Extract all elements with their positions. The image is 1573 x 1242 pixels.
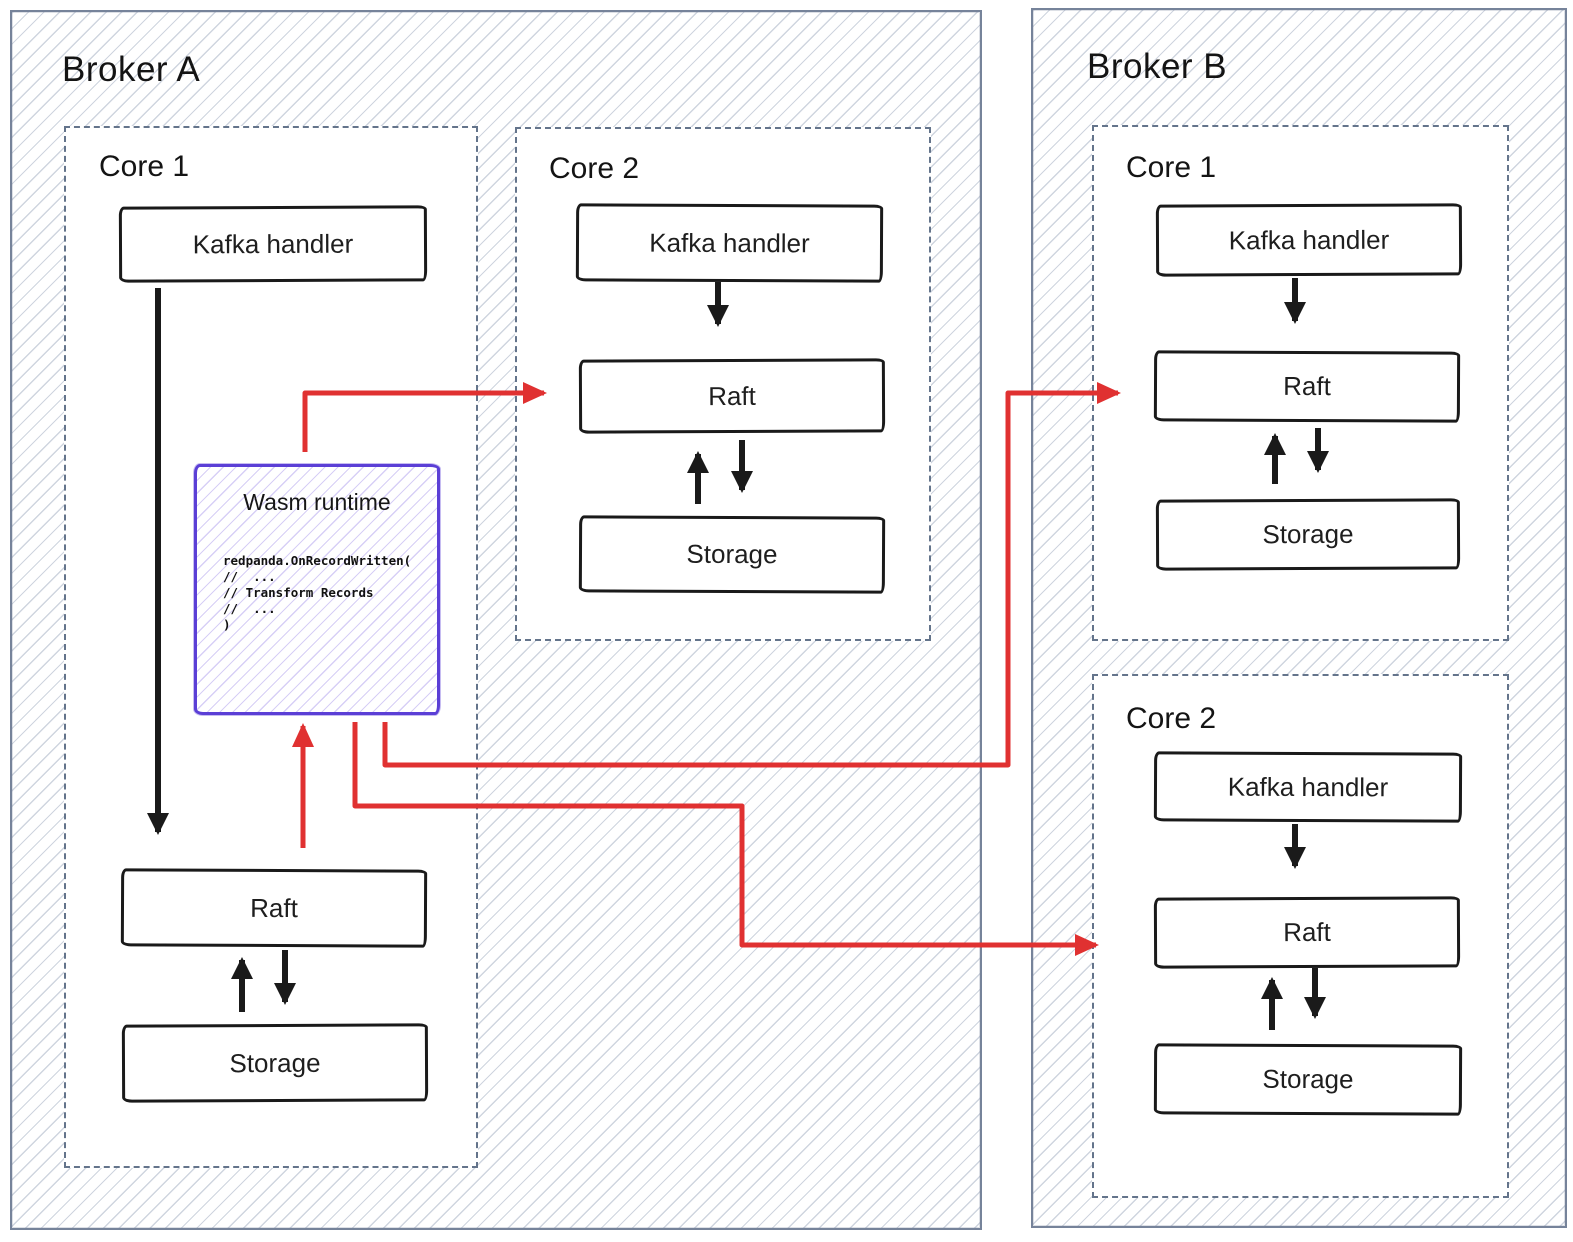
storage-node-a-core1: Storage (121, 1023, 429, 1103)
broker-a-core-1-label: Core 1 (99, 150, 190, 183)
kafka-handler-node-b-core2: Kafka handler (1153, 751, 1463, 823)
raft-node-a-core1: Raft (120, 868, 428, 948)
broker-a-box: Broker A Core 1 Kafka handler Wasm runti… (10, 10, 982, 1230)
storage-label-a-core2: Storage (686, 538, 778, 570)
broker-a-core-2-label: Core 2 (549, 152, 640, 185)
wasm-runtime-code: redpanda.OnRecordWritten( // ... // Tran… (223, 553, 412, 632)
kafka-handler-node-a-core2: Kafka handler (575, 203, 884, 283)
broker-a-core-1-box: Core 1 Kafka handler Wasm runtime redpan… (64, 126, 478, 1168)
raft-node-b-core1: Raft (1153, 350, 1461, 423)
wasm-runtime-title: Wasm runtime (243, 489, 391, 515)
broker-b-box: Broker B Core 1 Kafka handler Raft Stora… (1031, 8, 1567, 1228)
kafka-handler-node-a-core1: Kafka handler (118, 205, 428, 283)
raft-label-b-core2: Raft (1283, 916, 1331, 948)
kafka-handler-label-b-core1: Kafka handler (1228, 224, 1390, 255)
storage-node-b-core1: Storage (1155, 498, 1461, 571)
storage-label-a-core1: Storage (229, 1047, 321, 1078)
raft-node-b-core2: Raft (1153, 896, 1461, 969)
broker-a-label: Broker A (62, 50, 201, 89)
broker-b-core-2-box: Core 2 Kafka handler Raft Storage (1092, 674, 1509, 1198)
kafka-handler-label-a-core2: Kafka handler (649, 227, 810, 258)
raft-node-a-core2: Raft (578, 358, 886, 434)
broker-b-core-2-label: Core 2 (1126, 702, 1217, 735)
storage-node-a-core2: Storage (578, 515, 886, 594)
storage-node-b-core2: Storage (1153, 1043, 1463, 1116)
raft-label-a-core2: Raft (708, 380, 756, 411)
wasm-runtime-box: Wasm runtime redpanda.OnRecordWritten( /… (194, 464, 440, 715)
kafka-handler-node-b-core1: Kafka handler (1155, 203, 1463, 277)
raft-label-b-core1: Raft (1283, 370, 1331, 402)
raft-label-a-core1: Raft (250, 892, 298, 923)
broker-b-core-1-box: Core 1 Kafka handler Raft Storage (1092, 125, 1509, 641)
broker-b-label: Broker B (1087, 47, 1228, 86)
storage-label-b-core1: Storage (1262, 518, 1354, 550)
broker-a-core-2-box: Core 2 Kafka handler Raft Storage (515, 127, 931, 641)
broker-b-core-1-label: Core 1 (1126, 151, 1217, 184)
storage-label-b-core2: Storage (1262, 1063, 1354, 1095)
kafka-handler-label-b-core2: Kafka handler (1227, 771, 1389, 802)
kafka-handler-label-a-core1: Kafka handler (192, 228, 354, 259)
